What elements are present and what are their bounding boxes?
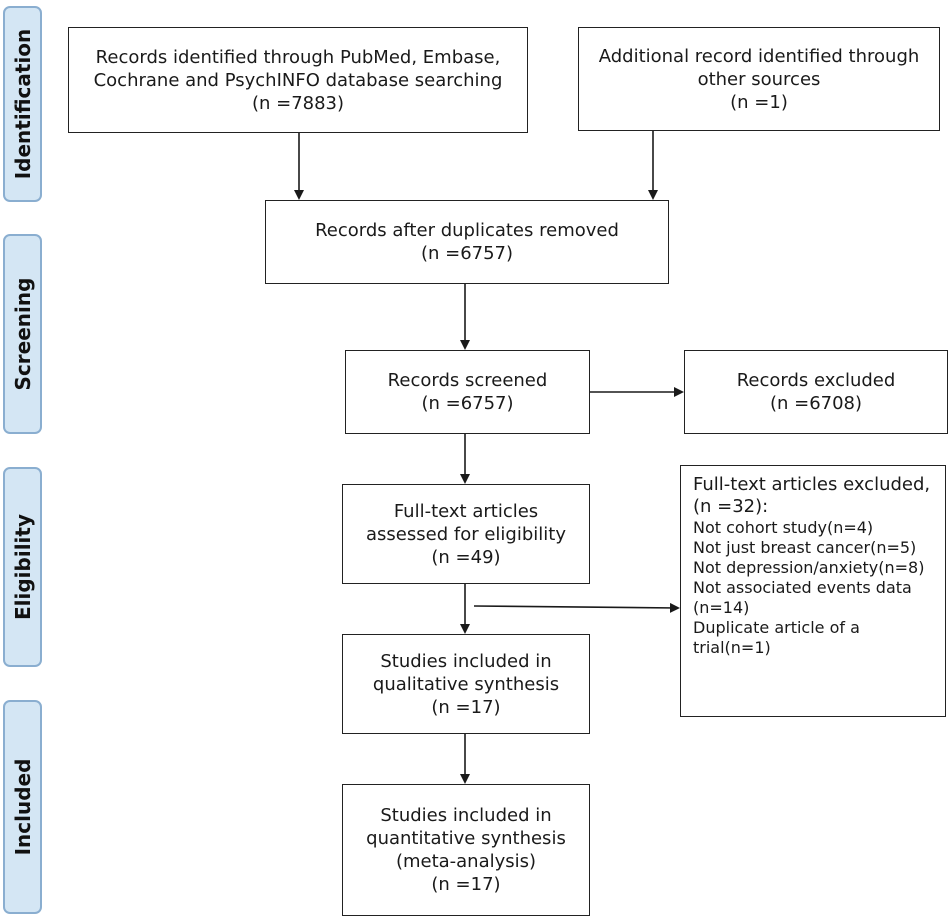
quantitative-line-2: quantitative synthesis bbox=[366, 828, 566, 849]
phase-identification-label: Identification bbox=[10, 28, 35, 180]
exclusion-reason-item: Not depression/anxiety(n=8) bbox=[693, 558, 925, 577]
records-excluded-box: Records excluded (n =6708) bbox=[684, 350, 948, 434]
phase-eligibility: Eligibility bbox=[3, 467, 42, 667]
exclusion-reason-item: Not associated events data bbox=[693, 578, 912, 597]
exclusion-reason-item: (n=14) bbox=[693, 598, 750, 617]
duplicates-removed-box: Records after duplicates removed (n =675… bbox=[265, 200, 669, 284]
fulltext-excluded-box: Full-text articles excluded, (n =32): No… bbox=[680, 465, 946, 717]
fulltext-assessed-box: Full-text articles assessed for eligibil… bbox=[342, 484, 590, 584]
additional-records-count: (n =1) bbox=[730, 91, 788, 113]
additional-records-box: Additional record identified through oth… bbox=[578, 27, 940, 131]
fulltext-assessed-line-1: Full-text articles bbox=[393, 500, 539, 522]
records-screened-box: Records screened (n =6757) bbox=[345, 350, 590, 434]
qualitative-count: (n =17) bbox=[431, 696, 501, 718]
phase-included: Included bbox=[3, 700, 42, 914]
duplicates-removed-count: (n =6757) bbox=[420, 243, 514, 264]
fulltext-excluded-count: (n =32): bbox=[693, 496, 769, 517]
records-identified-count: (n =7883) bbox=[251, 92, 345, 114]
fulltext-assessed-count: (n =49) bbox=[431, 546, 501, 568]
records-excluded-count: (n =6708) bbox=[769, 393, 863, 414]
exclusion-reason-item: Not just breast cancer(n=5) bbox=[693, 538, 917, 557]
additional-records-line-1: Additional record identified through bbox=[598, 45, 920, 67]
exclusion-reason-item: trial(n=1) bbox=[693, 638, 771, 657]
records-identified-line-2: Cochrane and PsychINFO database searchin… bbox=[93, 69, 503, 91]
phase-screening: Screening bbox=[3, 234, 42, 434]
duplicates-removed-line-1: Records after duplicates removed bbox=[315, 220, 619, 241]
phase-screening-label: Screening bbox=[10, 277, 35, 391]
quantitative-line-3: (meta-analysis) bbox=[395, 851, 537, 872]
fulltext-excluded-heading: Full-text articles excluded, bbox=[693, 474, 931, 495]
quantitative-synthesis-box: Studies included in quantitative synthes… bbox=[342, 784, 590, 916]
records-excluded-line-1: Records excluded bbox=[736, 370, 896, 391]
records-screened-line-1: Records screened bbox=[387, 370, 548, 391]
qualitative-line-2: qualitative synthesis bbox=[372, 673, 560, 695]
fulltext-assessed-line-2: assessed for eligibility bbox=[366, 523, 566, 545]
records-screened-count: (n =6757) bbox=[421, 393, 514, 414]
phase-included-label: Included bbox=[10, 758, 35, 856]
records-identified-line-1: Records identified through PubMed, Embas… bbox=[95, 46, 501, 68]
additional-records-line-2: other sources bbox=[697, 68, 821, 90]
qualitative-synthesis-box: Studies included in qualitative synthesi… bbox=[342, 634, 590, 734]
exclusion-reason-item: Duplicate article of a bbox=[693, 618, 860, 637]
records-identified-box: Records identified through PubMed, Embas… bbox=[68, 27, 528, 133]
phase-identification: Identification bbox=[3, 6, 42, 202]
phase-eligibility-label: Eligibility bbox=[10, 513, 35, 621]
quantitative-line-1: Studies included in bbox=[380, 805, 552, 826]
quantitative-count: (n =17) bbox=[431, 874, 501, 895]
exclusion-reason-item: Not cohort study(n=4) bbox=[693, 518, 874, 537]
arrow-fulltext-to-excluded bbox=[473, 602, 680, 613]
qualitative-line-1: Studies included in bbox=[380, 650, 552, 672]
